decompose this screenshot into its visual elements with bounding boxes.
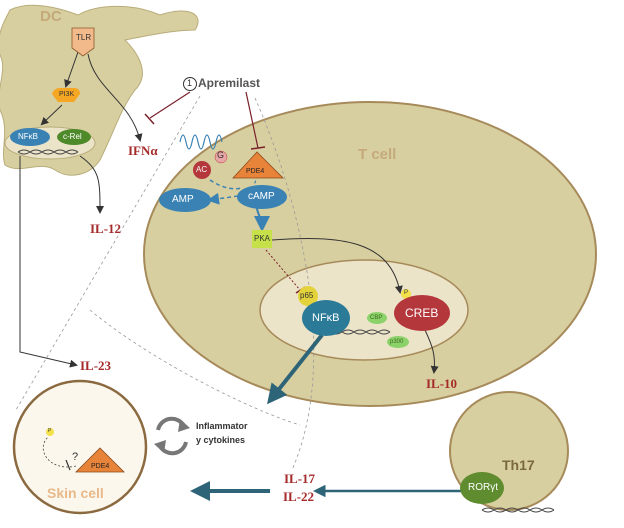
cbp-label: CBP: [370, 315, 383, 321]
apremilast-inhibits-dc-line: [149, 91, 191, 119]
ifna-label: IFNα: [128, 143, 158, 158]
amp-node: [159, 188, 211, 212]
tlr-to-pi3k-arrow: [64, 51, 79, 88]
zoom-line: [15, 95, 201, 411]
t-cell-nucleus: [259, 259, 469, 361]
tcell-nfkb-node: [302, 300, 350, 336]
dc-nfkb-node: [10, 128, 50, 146]
phospho-creb-node: [401, 289, 411, 299]
p65-node: [298, 286, 318, 306]
gpcr-receptor: [179, 134, 223, 150]
ac-label: AC: [196, 165, 208, 174]
tlr-label: TLR: [76, 33, 92, 42]
tcell-nfkb-label: NFκB: [312, 312, 340, 324]
apremilast-number: 1: [187, 78, 193, 88]
dc-nfkb-label: NFκB: [18, 132, 38, 141]
pde4-triangle: [232, 151, 284, 179]
skin-phospho-label: P: [48, 428, 52, 434]
il12-label: IL-12: [90, 221, 122, 236]
creb-label: CREB: [405, 306, 439, 320]
apremilast-number-circle: [183, 77, 197, 91]
pi3k-shape: [52, 88, 80, 102]
il22-label: IL-22: [283, 489, 315, 504]
ac-node: [193, 161, 211, 179]
dna-dc: [17, 149, 79, 155]
dc-label: DC: [40, 8, 62, 25]
pi3k-label: PI3K: [59, 91, 75, 98]
pde4-label: PDE4: [246, 168, 265, 175]
tlr-receptor-shape: [71, 27, 95, 57]
skin-inhibit-bar: [65, 459, 71, 471]
skin-question-label: ?: [72, 451, 79, 463]
skin-cell-label: Skin cell: [47, 485, 104, 501]
p65-label: p65: [300, 291, 314, 300]
nfkb-out-arrow: [267, 333, 324, 405]
dna-dc-b: [17, 149, 79, 155]
g-protein-node: [214, 150, 228, 164]
inhibit-bar-pde4: [250, 146, 266, 150]
pi3k-to-nfkb-arrow: [40, 104, 63, 126]
dna-th17-b: [481, 507, 555, 513]
camp-to-amp-line: [207, 192, 239, 205]
cycle-arrow-top-head: [178, 419, 190, 432]
pka-to-creb-arrow: [271, 238, 403, 294]
creb-node: [394, 295, 450, 331]
nucleus-to-il23-arrow: [19, 156, 78, 368]
phospho-creb-label: P: [404, 290, 409, 296]
amp-label: AMP: [172, 194, 194, 205]
p300-node: [387, 336, 409, 348]
roryt-label: RORγt: [468, 482, 498, 493]
apremilast-label: Apremilast: [198, 76, 261, 90]
tlr-to-ifna-arrow: [87, 53, 143, 142]
il10-label: IL-10: [426, 376, 458, 391]
t-cell-label: T cell: [358, 146, 397, 163]
skin-cell-body: [12, 379, 148, 515]
nucleus-to-il12-arrow: [79, 155, 104, 214]
skin-phospho-node: [46, 428, 54, 436]
dc-crel-node: [57, 129, 91, 145]
inflammatory-line1: Inflammator: [196, 421, 248, 431]
roryt-node: [460, 472, 504, 504]
p300-label: p300: [390, 339, 404, 345]
skin-pde4-triangle: [75, 447, 125, 473]
pka-node: [252, 230, 272, 248]
il17-label: IL-17: [284, 471, 316, 486]
creb-to-il10-arrow: [424, 329, 439, 374]
dc-crel-label: c-Rel: [63, 132, 82, 141]
camp-label: cAMP: [248, 191, 275, 202]
pka-to-p65-line: [265, 249, 301, 291]
il23-label: IL-23: [80, 358, 112, 373]
apremilast-inhibits-pde4-line: [245, 91, 259, 149]
inflammatory-line2: y cytokines: [196, 435, 246, 445]
zoom-curve: [89, 309, 301, 426]
cycle-arrow-bottom-head: [154, 440, 166, 453]
th17-label: Th17: [502, 457, 535, 473]
pka-label: PKA: [254, 234, 271, 243]
g-label: G: [217, 150, 225, 160]
ac-to-camp-line: [209, 179, 243, 190]
skin-pde4-label: PDE4: [91, 463, 110, 470]
inhibit-bar-dc: [144, 113, 155, 125]
cbp-node: [367, 312, 387, 324]
camp-node: [237, 185, 287, 209]
